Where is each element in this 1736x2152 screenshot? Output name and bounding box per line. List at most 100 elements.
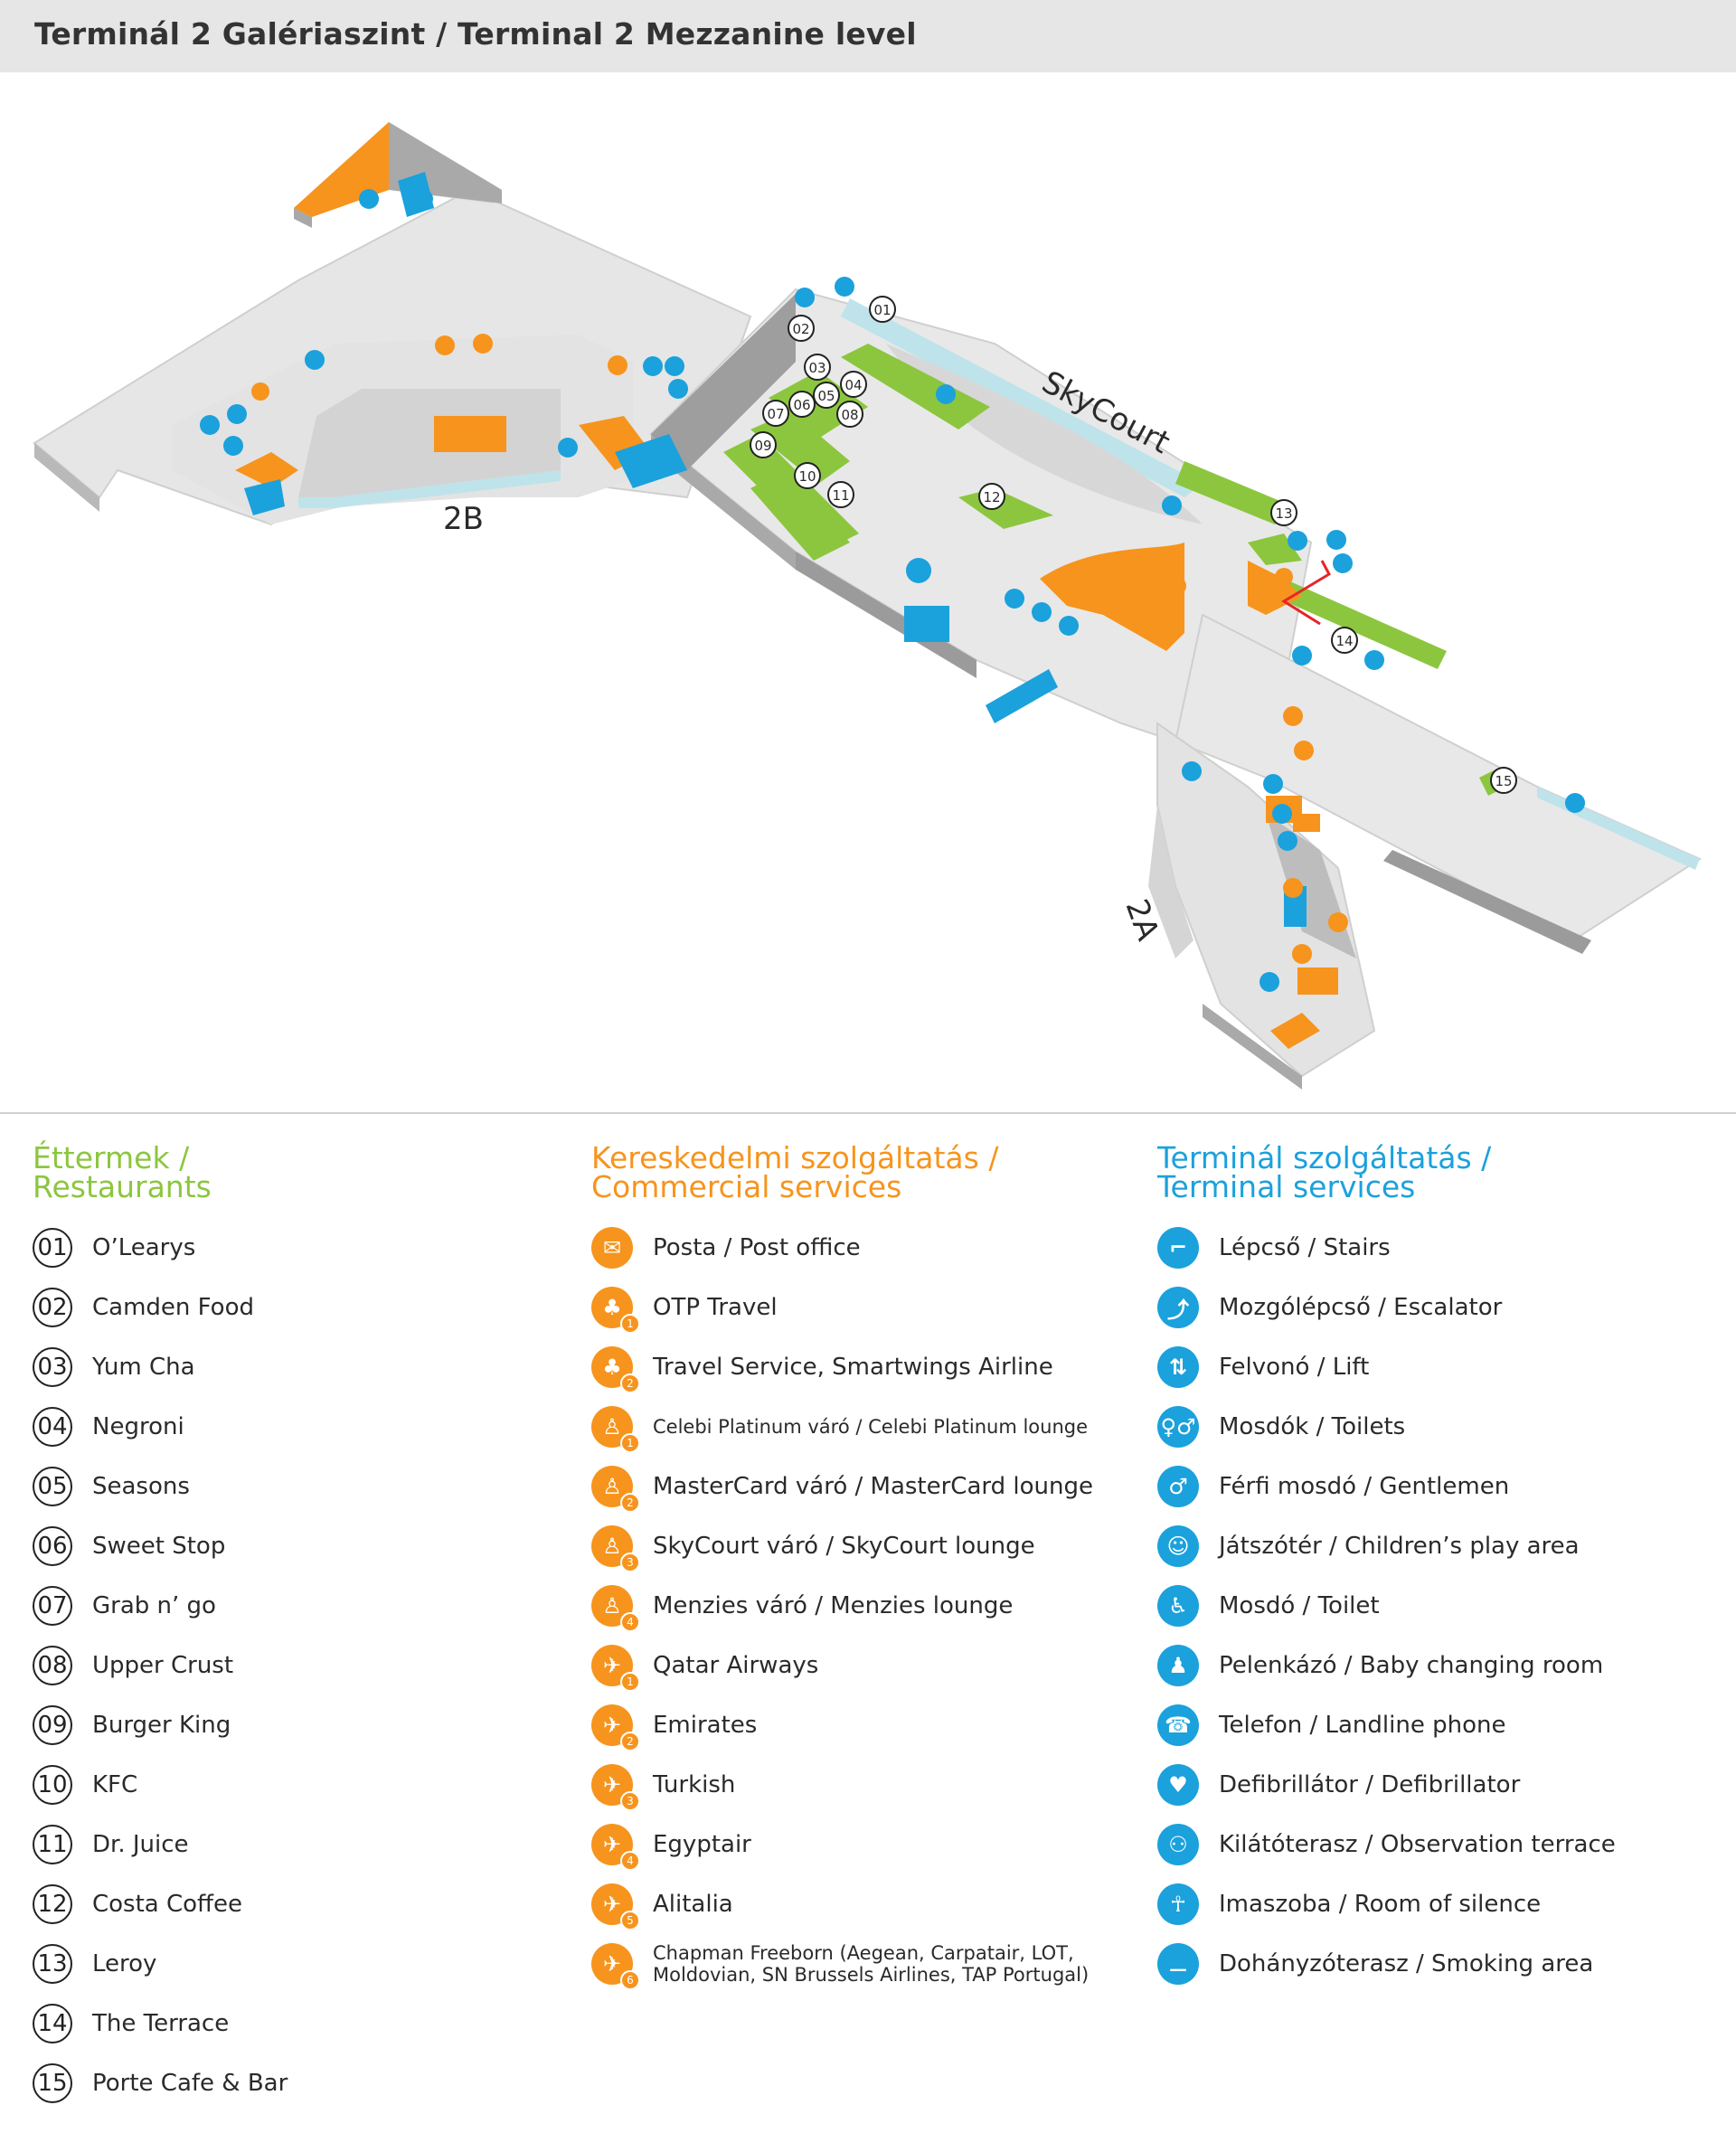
map-baby-changing-icon bbox=[665, 356, 684, 376]
observation-terrace-icon-glyph: ⚇ bbox=[1168, 1832, 1188, 1857]
map-escalator-icon bbox=[1182, 761, 1202, 781]
marker-02: 02 bbox=[788, 315, 815, 342]
map-escalator-icon bbox=[936, 384, 956, 404]
restaurant-markers: 01 02 03 04 05 06 07 08 09 10 11 12 13 1… bbox=[750, 296, 1517, 794]
restaurant-name: Costa Coffee bbox=[92, 1891, 242, 1918]
floor-plates bbox=[33, 122, 1703, 1090]
commercial-service-label: Qatar Airways bbox=[653, 1652, 819, 1679]
restaurant-number-badge: 15 bbox=[33, 2063, 72, 2103]
baby-changing-icon-glyph: ♟ bbox=[1168, 1653, 1188, 1678]
map-airplane-icon bbox=[1294, 741, 1314, 760]
icon-index-badge: 3 bbox=[620, 1791, 640, 1811]
commercial-service-label: Turkish bbox=[653, 1771, 736, 1798]
lift-icon: ⇅ bbox=[1157, 1346, 1199, 1388]
gentlemen-icon: ♂ bbox=[1157, 1466, 1199, 1507]
icon-index-badge: 4 bbox=[620, 1612, 640, 1632]
commercial-service-label: Egyptair bbox=[653, 1831, 751, 1858]
restaurant-number-badge: 09 bbox=[33, 1705, 72, 1745]
escalator-icon: ⤴ bbox=[1157, 1287, 1199, 1328]
map-lift-icon bbox=[1260, 972, 1279, 992]
commercial-service-label: Chapman Freeborn (Aegean, Carpatair, LOT… bbox=[653, 1942, 1090, 1986]
terminal-service-label: Mosdó / Toilet bbox=[1219, 1592, 1380, 1619]
lounge-seat-icon: ♙1 bbox=[591, 1406, 640, 1453]
icon-index-badge: 1 bbox=[620, 1314, 640, 1334]
terminal-item: ☥Imaszoba / Room of silence bbox=[1157, 1874, 1718, 1934]
restaurant-number-badge: 12 bbox=[33, 1884, 72, 1924]
lounge-seat-icon-glyph: ♙ bbox=[602, 1534, 622, 1559]
marker-13: 13 bbox=[1270, 499, 1297, 526]
restaurant-name: Burger King bbox=[92, 1712, 231, 1739]
terminal-service-label: Pelenkázó / Baby changing room bbox=[1219, 1652, 1604, 1679]
svg-text:07: 07 bbox=[767, 406, 784, 422]
palm-tree-icon-glyph: ♣ bbox=[602, 1354, 622, 1380]
smiley-icon: ☺ bbox=[1157, 1525, 1199, 1567]
smoking-icon-glyph: ⚊ bbox=[1168, 1951, 1188, 1977]
palm-tree-icon: ♣1 bbox=[591, 1287, 640, 1334]
toilets-icon: ♀♂ bbox=[1157, 1406, 1199, 1448]
legend-divider bbox=[0, 1112, 1736, 1114]
map-toilets-icon bbox=[413, 189, 433, 209]
smoking-icon: ⚊ bbox=[1157, 1943, 1199, 1985]
lift-icon-glyph: ⇅ bbox=[1168, 1354, 1188, 1380]
commercial-service-label: OTP Travel bbox=[653, 1294, 778, 1321]
marker-10: 10 bbox=[794, 462, 821, 489]
marker-07: 07 bbox=[762, 400, 789, 427]
terminal-service-label: Lépcső / Stairs bbox=[1219, 1234, 1391, 1261]
lounge-seat-icon: ♙3 bbox=[591, 1525, 640, 1572]
restaurant-name: Dr. Juice bbox=[92, 1831, 189, 1858]
svg-text:03: 03 bbox=[808, 360, 826, 376]
svg-text:02: 02 bbox=[792, 321, 809, 337]
marker-05: 05 bbox=[813, 382, 840, 409]
airplane-icon: ✈2 bbox=[591, 1704, 640, 1751]
terminal-service-label: Játszótér / Children’s play area bbox=[1219, 1533, 1580, 1560]
palm-tree-icon: ♣2 bbox=[591, 1346, 640, 1393]
map-airplane-icon bbox=[1283, 706, 1303, 726]
restaurant-number-badge: 05 bbox=[33, 1467, 72, 1506]
title-bar: Terminál 2 Galériaszint / Terminal 2 Mez… bbox=[0, 0, 1736, 72]
marker-14: 14 bbox=[1331, 627, 1358, 654]
svg-text:12: 12 bbox=[983, 489, 1000, 505]
map-airplane-icon bbox=[435, 335, 455, 355]
legend-commercial: Kereskedelmi szolgáltatás / Commercial s… bbox=[591, 1143, 1152, 1994]
terminal-item: ⚇ Kilátóterasz / Observation terrace bbox=[1157, 1815, 1718, 1874]
map-stairs-icon bbox=[200, 415, 220, 435]
svg-text:05: 05 bbox=[817, 388, 835, 404]
terminal-item: ⚊Dohányzóterasz / Smoking area bbox=[1157, 1934, 1718, 1994]
airplane-icon-glyph: ✈ bbox=[602, 1951, 622, 1977]
commercial-zones bbox=[235, 122, 1338, 1049]
restaurant-item: 12 Costa Coffee bbox=[33, 1874, 539, 1934]
stairs-icon: ⌐ bbox=[1157, 1227, 1199, 1269]
map-airplane-icon bbox=[608, 355, 627, 375]
restaurant-name: The Terrace bbox=[92, 2010, 230, 2037]
marker-11: 11 bbox=[827, 481, 854, 508]
restaurants-heading: Éttermek / Restaurants bbox=[33, 1140, 212, 1204]
silence-room-icon: ☥ bbox=[1157, 1883, 1199, 1925]
map-wheelchair-icon bbox=[668, 379, 688, 399]
legend-terminal: Terminál szolgáltatás / Terminal service… bbox=[1157, 1143, 1718, 1994]
icon-index-badge: 6 bbox=[620, 1970, 640, 1990]
terminal-service-label: Férfi mosdó / Gentlemen bbox=[1219, 1473, 1510, 1500]
map-envelope-icon bbox=[1292, 944, 1312, 964]
marker-08: 08 bbox=[836, 401, 863, 428]
terminal-service-label: Kilátóterasz / Observation terrace bbox=[1219, 1831, 1616, 1858]
defibrillator-icon-glyph: ♥ bbox=[1168, 1772, 1188, 1798]
map-palm-tree-icon bbox=[473, 334, 493, 354]
restaurant-number-badge: 06 bbox=[33, 1526, 72, 1566]
restaurant-number-badge: 08 bbox=[33, 1646, 72, 1685]
restaurant-name: Yum Cha bbox=[92, 1354, 195, 1381]
defibrillator-icon: ♥ bbox=[1157, 1764, 1199, 1806]
restaurant-number-badge: 10 bbox=[33, 1765, 72, 1805]
icon-index-badge: 5 bbox=[620, 1911, 640, 1930]
restaurant-name: Seasons bbox=[92, 1473, 190, 1500]
marker-03: 03 bbox=[804, 354, 831, 381]
map-phone-icon bbox=[795, 288, 815, 307]
